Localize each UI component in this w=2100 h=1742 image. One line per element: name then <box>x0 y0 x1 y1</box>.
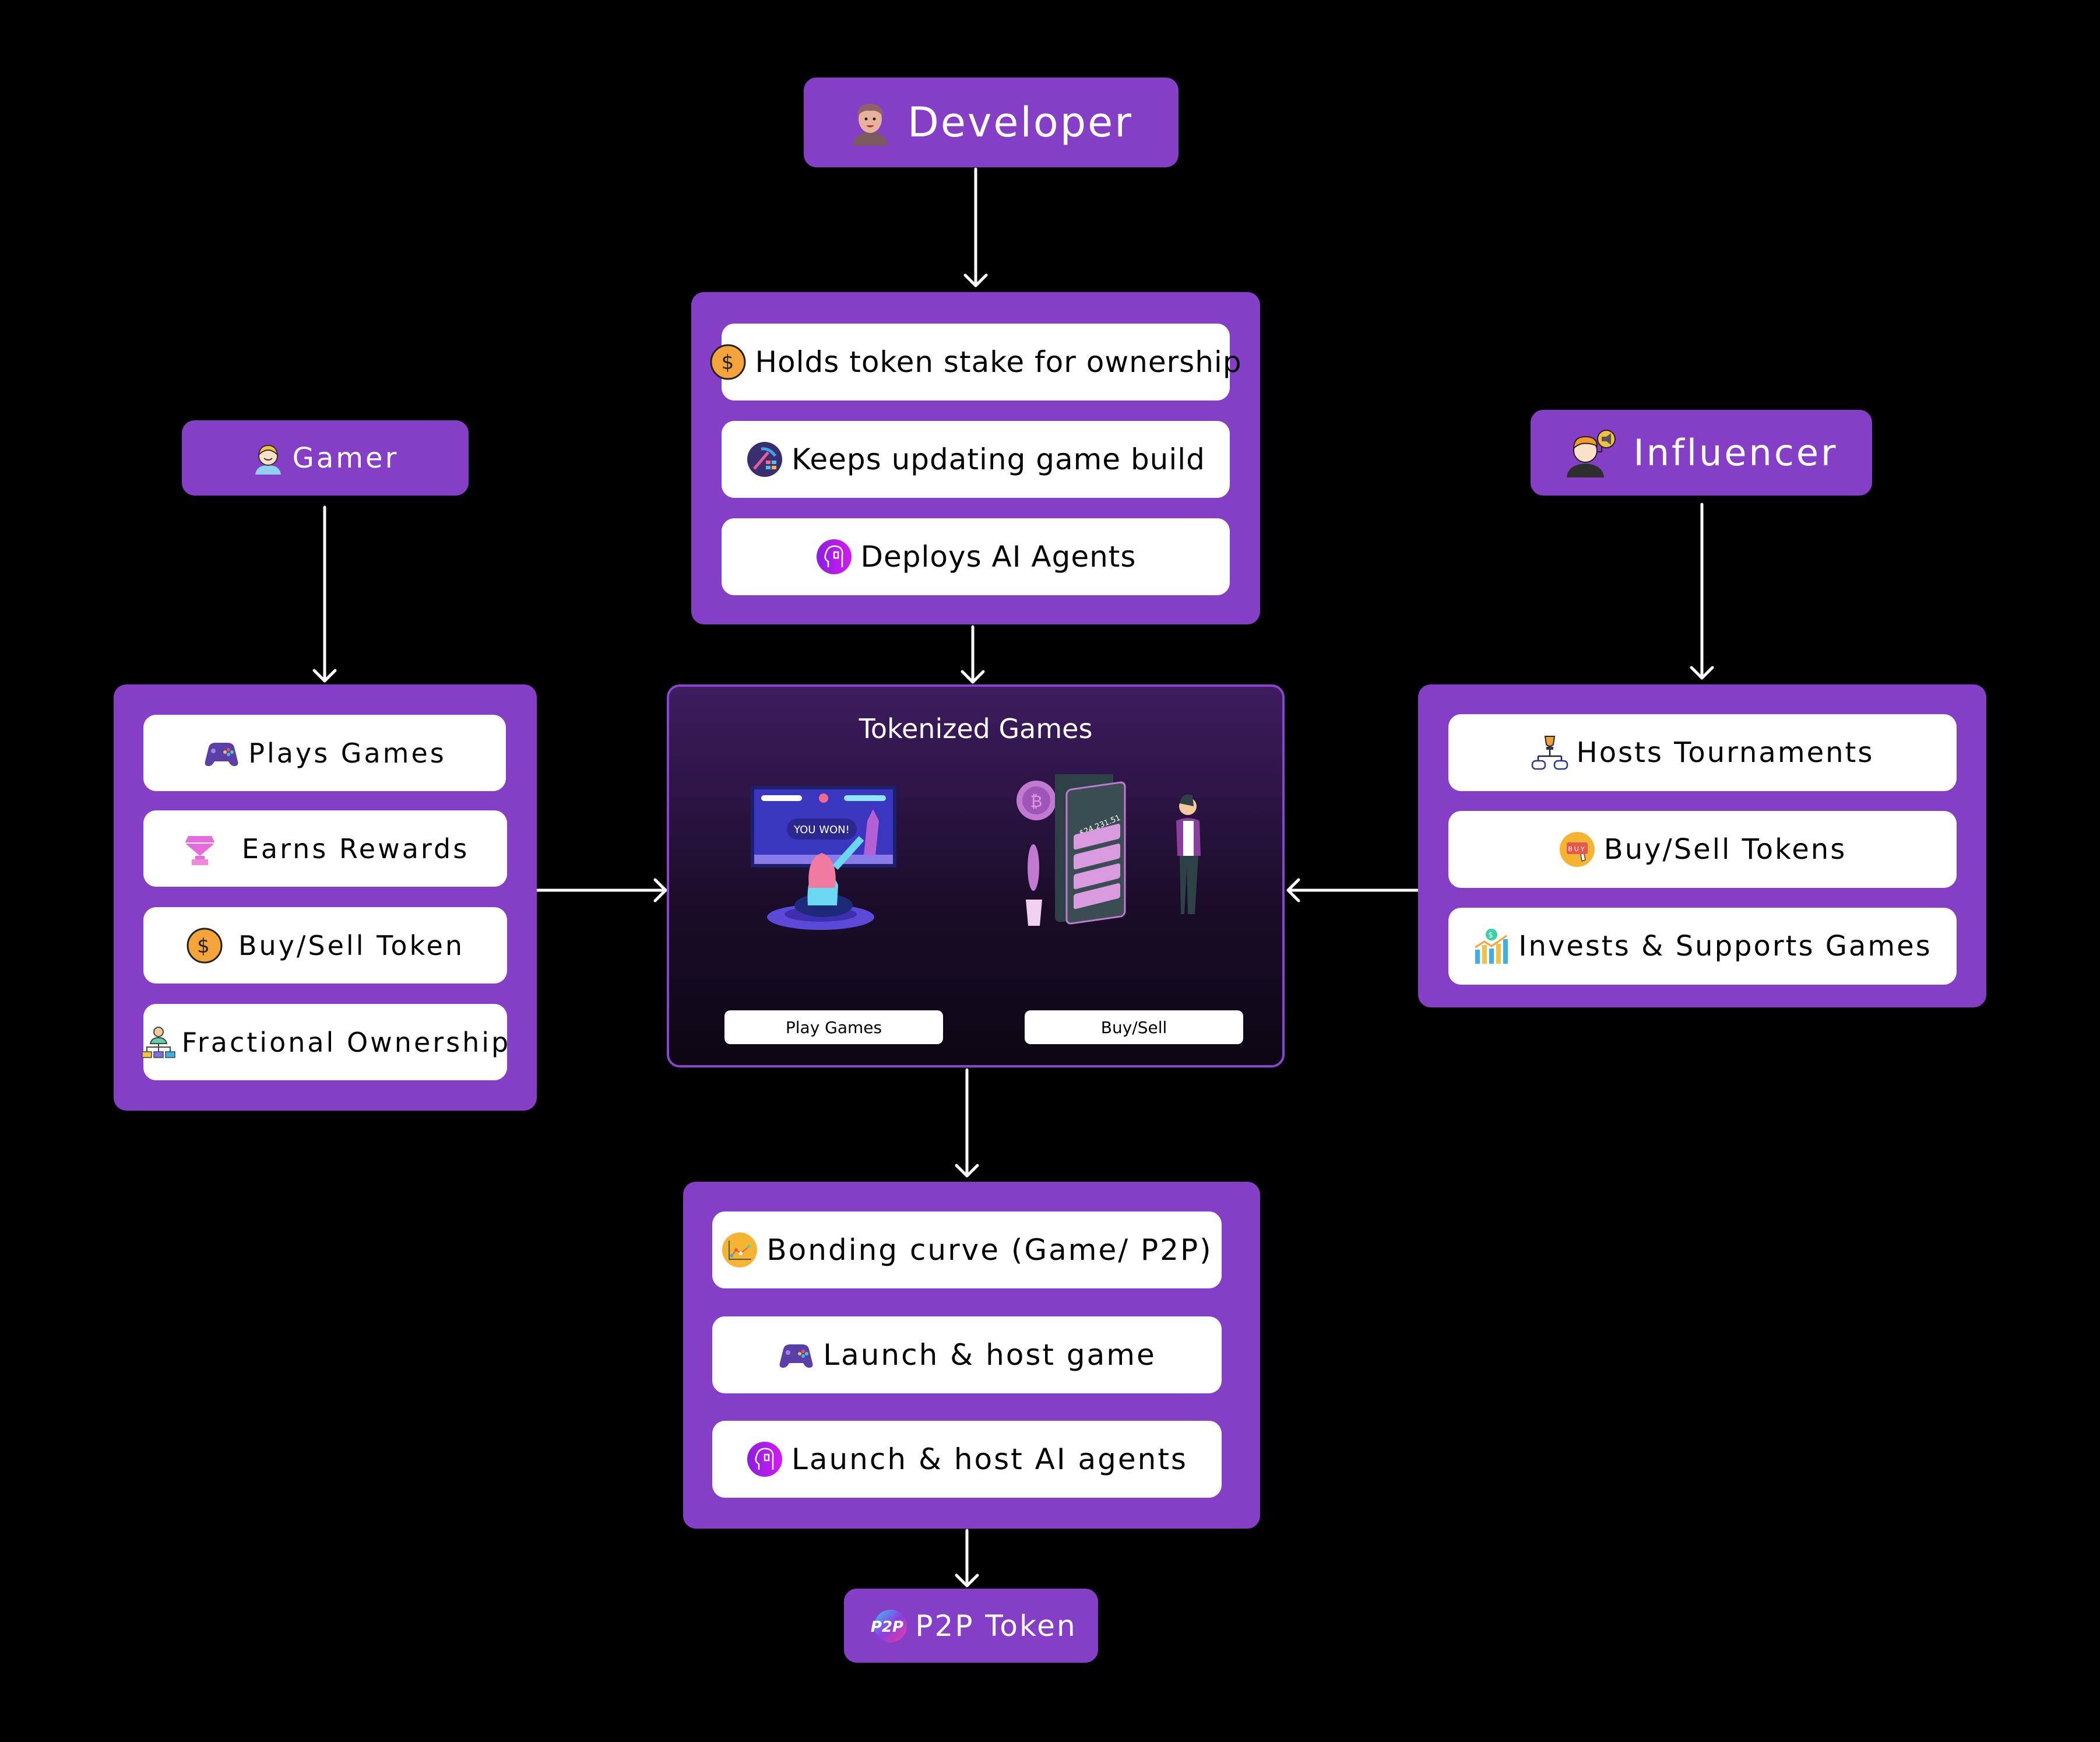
platform-feature-card: Launch & host AI agents <box>712 1421 1222 1498</box>
developer-feature-card: $ Holds token stake for ownership <box>710 324 1241 401</box>
svg-text:$: $ <box>722 351 735 374</box>
developer-feature-label: Holds token stake for ownership <box>755 345 1242 379</box>
you-won-text: YOU WON! <box>793 824 850 836</box>
platform-feature-card: Bonding curve (Game/ P2P) <box>712 1211 1222 1288</box>
influencer-avatar-icon <box>1567 429 1616 477</box>
ai-head-icon <box>816 539 852 574</box>
org-chart-person-icon <box>142 1026 175 1058</box>
gamer-feature-card: Fractional Ownership <box>142 1004 508 1080</box>
line-chart-icon <box>722 1232 758 1267</box>
gamer-feature-label: Earns Rewards <box>241 833 470 865</box>
buy-sell-button[interactable]: Buy/Sell <box>1025 1010 1243 1044</box>
diamond-trophy-icon <box>184 835 215 865</box>
gamer-avatar-icon <box>255 444 281 475</box>
platform-feature-label: Launch & host AI agents <box>792 1442 1188 1476</box>
gamer-features-panel: Plays Games Earns Rewards $ Buy/Sell Tok… <box>114 684 537 1111</box>
p2p-logo-icon: P2P <box>871 1609 907 1642</box>
gamer-feature-label: Buy/Sell Token <box>238 929 465 961</box>
pickaxe-build-icon <box>747 442 783 477</box>
developer-feature-label: Deploys AI Agents <box>860 540 1137 574</box>
influencer-feature-card: $ Invests & Supports Games <box>1448 908 1957 985</box>
influencer-feature-label: Buy/Sell Tokens <box>1603 833 1847 866</box>
dollar-coin-icon: $ <box>710 344 746 380</box>
gamer-feature-card: $ Buy/Sell Token <box>143 907 507 984</box>
developer-features-panel: $ Holds token stake for ownership Keeps … <box>691 292 1260 624</box>
ai-head-icon <box>747 1442 782 1477</box>
gamer-label: Gamer <box>292 441 399 475</box>
growth-chart-icon: $ <box>1475 929 1508 964</box>
influencer-role-box: Influencer <box>1531 410 1872 496</box>
influencer-feature-label: Hosts Tournaments <box>1576 736 1874 769</box>
svg-text:₿: ₿ <box>1030 792 1043 811</box>
developer-label: Developer <box>907 99 1133 146</box>
play-games-button[interactable]: Play Games <box>724 1010 943 1044</box>
buy-button-icon: BUY <box>1559 832 1595 867</box>
platform-feature-label: Launch & host game <box>823 1338 1156 1372</box>
developer-feature-card: Deploys AI Agents <box>722 518 1230 595</box>
influencer-features-panel: Hosts Tournaments BUY Buy/Sell Tokens $ … <box>1418 684 1986 1007</box>
influencer-feature-label: Invests & Supports Games <box>1518 930 1932 963</box>
developer-feature-card: Keeps updating game build <box>722 421 1230 498</box>
influencer-label: Influencer <box>1633 431 1838 474</box>
play-games-illustration: YOU WON! <box>751 786 896 930</box>
tournament-bracket-icon <box>1531 736 1568 770</box>
tokenized-games-box: Tokenized Games YOU WON! ₿ $24,231.51 <box>667 684 1285 1067</box>
p2p-token-label: P2P Token <box>915 1608 1077 1643</box>
gamer-feature-card: Earns Rewards <box>143 810 507 887</box>
gamer-feature-label: Fractional Ownership <box>181 1026 511 1058</box>
influencer-feature-card: BUY Buy/Sell Tokens <box>1448 811 1957 888</box>
developer-avatar-icon <box>852 104 888 146</box>
gamepad-icon <box>779 1344 813 1368</box>
buy-sell-illustration: ₿ $24,231.51 <box>1016 774 1201 926</box>
influencer-feature-card: Hosts Tournaments <box>1448 714 1957 791</box>
tokenized-games-title: Tokenized Games <box>859 713 1093 744</box>
platform-features-panel: Bonding curve (Game/ P2P) Launch & host … <box>683 1182 1260 1529</box>
svg-text:BUY: BUY <box>1568 845 1586 853</box>
developer-feature-label: Keeps updating game build <box>792 442 1205 476</box>
svg-text:$: $ <box>1489 931 1495 940</box>
gamer-feature-card: Plays Games <box>143 715 506 791</box>
gamepad-icon <box>205 742 238 766</box>
developer-role-box: Developer <box>804 78 1179 167</box>
dollar-coin-icon: $ <box>187 928 223 963</box>
p2p-token-box: P2P P2P Token <box>844 1589 1098 1663</box>
platform-feature-label: Bonding curve (Game/ P2P) <box>766 1233 1213 1267</box>
gamer-feature-label: Plays Games <box>248 737 446 769</box>
svg-text:P2P: P2P <box>871 1618 903 1636</box>
gamer-role-box: Gamer <box>182 420 469 496</box>
svg-text:$: $ <box>197 935 212 958</box>
platform-feature-card: Launch & host game <box>712 1316 1222 1393</box>
